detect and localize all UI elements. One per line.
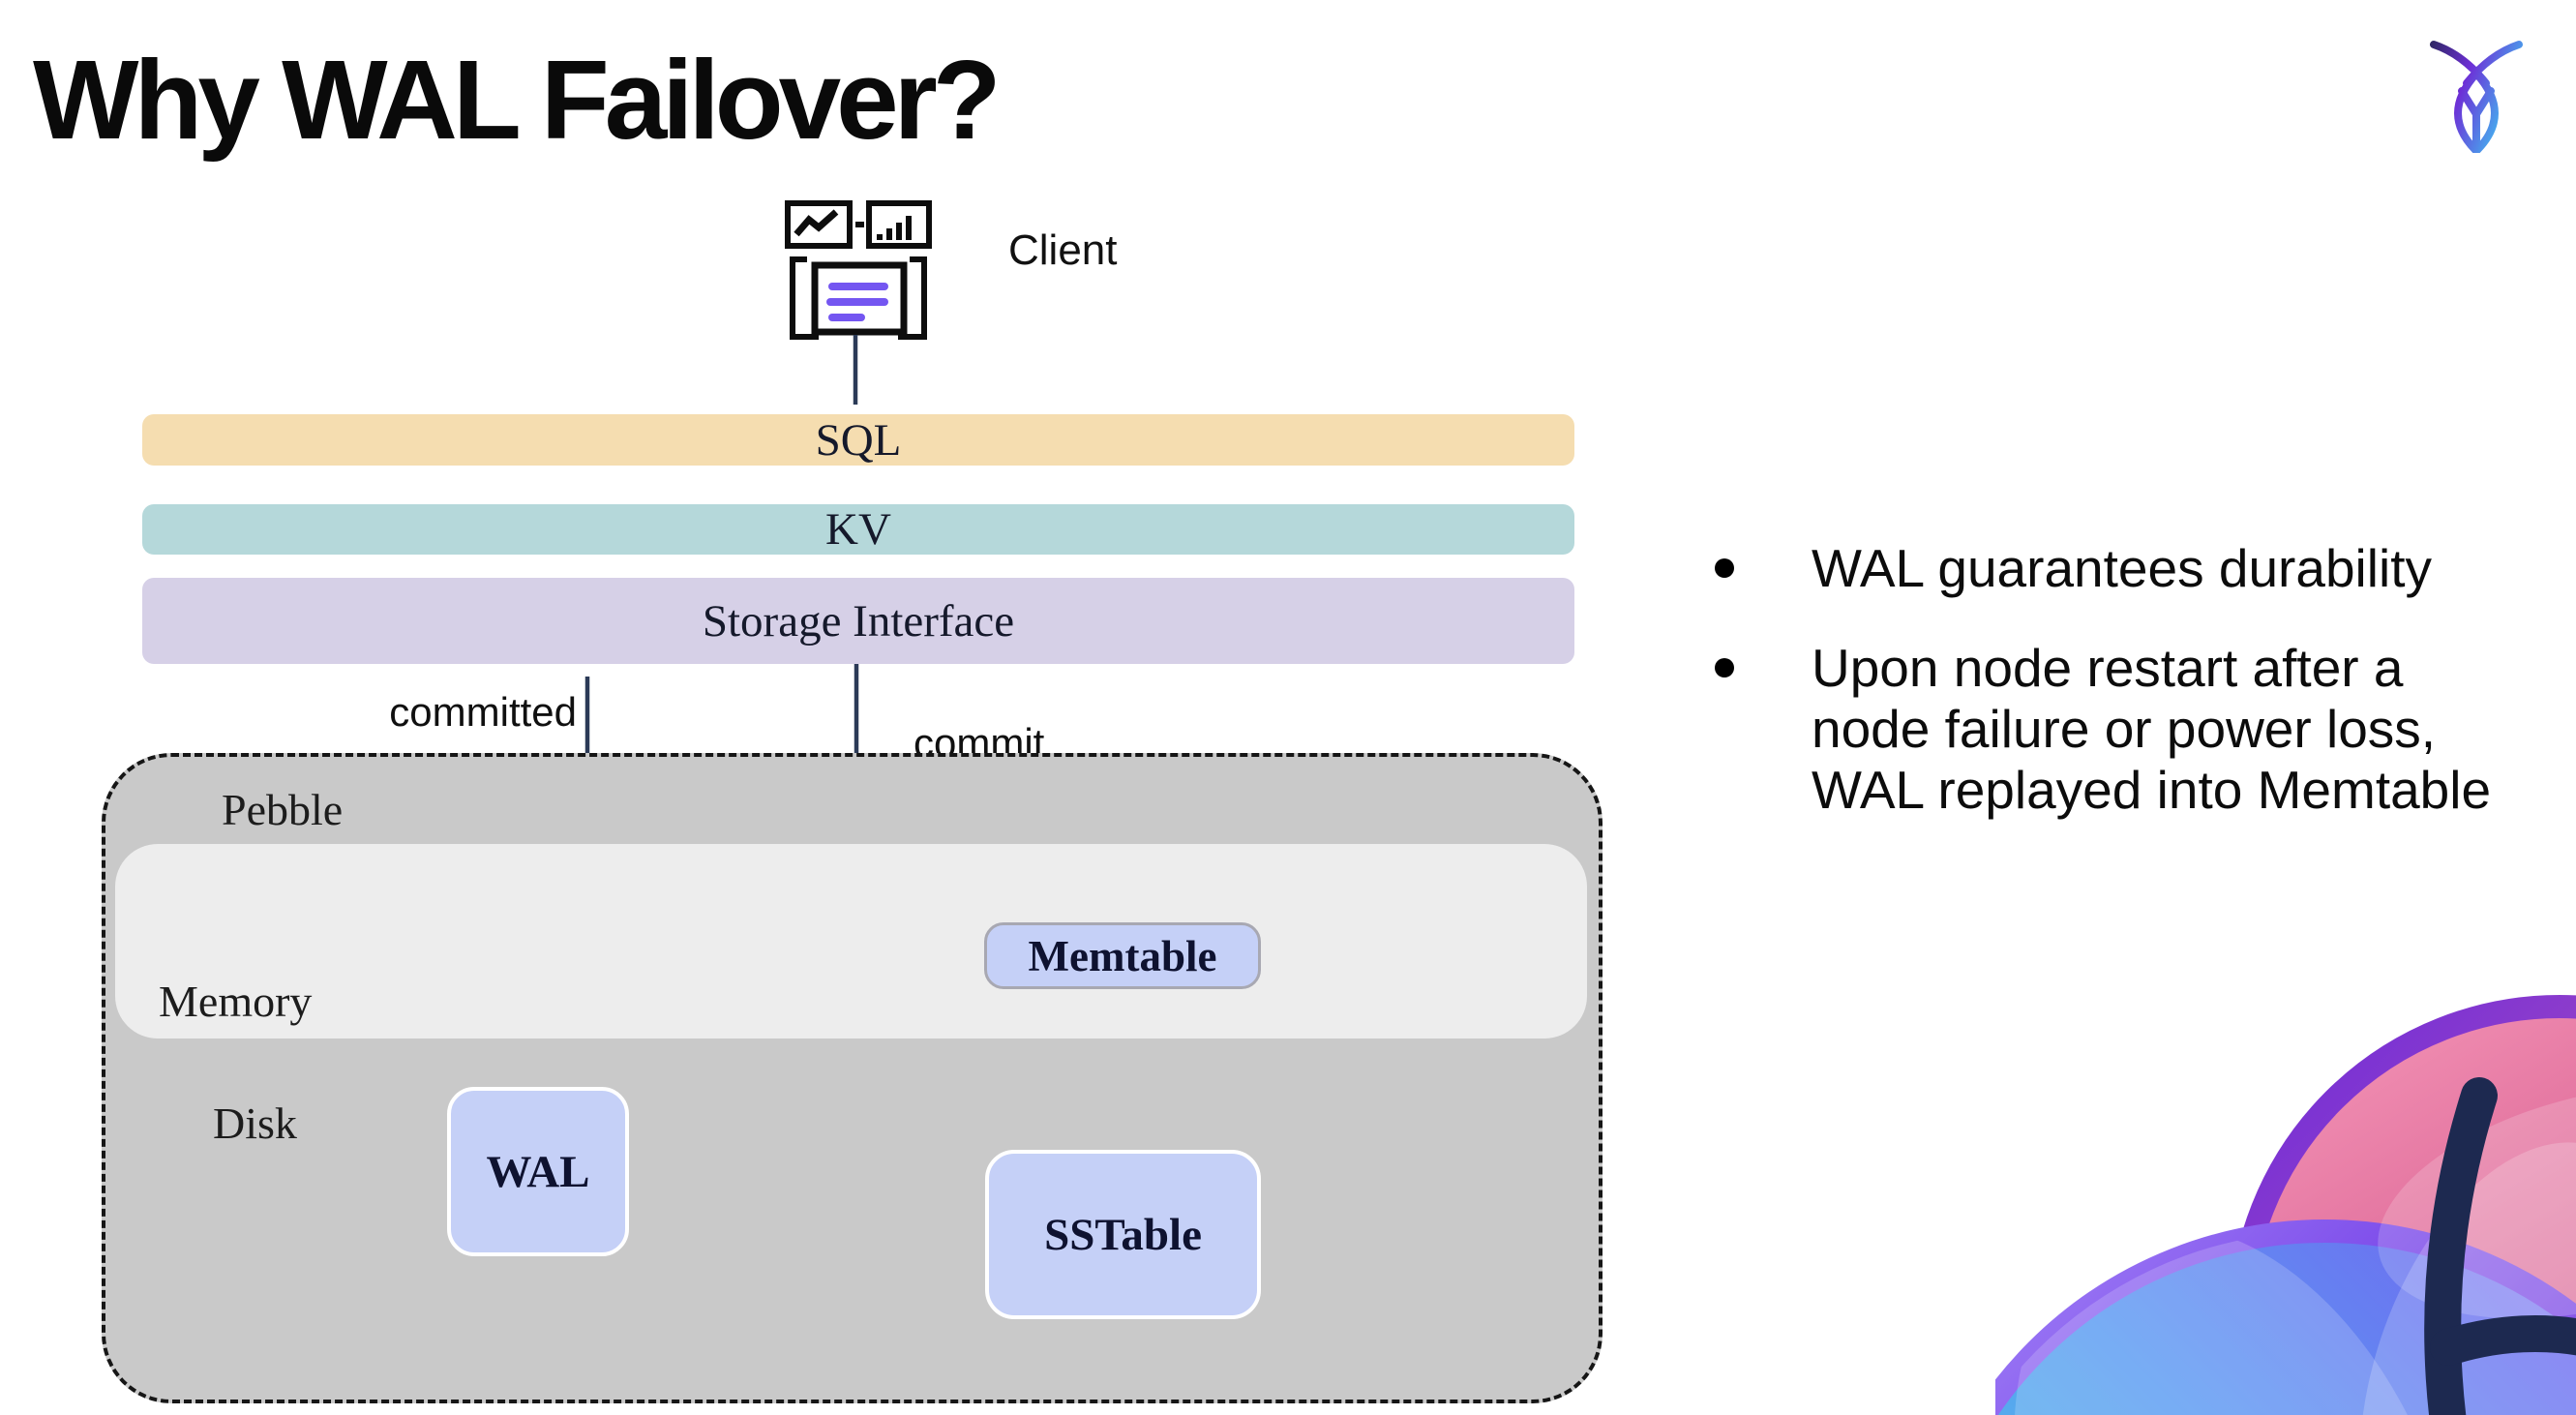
- bullet-icon: [1715, 558, 1734, 578]
- list-item: Upon node restart after a node failure o…: [1715, 638, 2518, 821]
- memory-region: [115, 844, 1587, 1039]
- layer-sql: SQL: [142, 414, 1574, 466]
- layer-sql-label: SQL: [815, 414, 902, 466]
- client-icon: [785, 200, 932, 340]
- bullet-list: WAL guarantees durability Upon node rest…: [1715, 538, 2518, 821]
- memory-label: Memory: [159, 977, 313, 1026]
- bracket-left-icon: [790, 256, 819, 340]
- document-text-lines: [826, 283, 888, 321]
- line-chart-icon: [785, 200, 853, 249]
- layer-kv-label: KV: [825, 504, 891, 555]
- pebble-container: Pebble Memory Disk: [102, 753, 1603, 1403]
- wal-node: WAL: [447, 1087, 629, 1256]
- layer-storage-label: Storage Interface: [702, 595, 1015, 647]
- bullet-text: Upon node restart after a node failure o…: [1812, 638, 2492, 820]
- cockroachdb-logo-icon: [2430, 41, 2523, 153]
- dash-glyph: [855, 222, 864, 227]
- sstable-node: SSTable: [985, 1150, 1261, 1319]
- list-item: WAL guarantees durability: [1715, 538, 2518, 599]
- layer-storage-interface: Storage Interface: [142, 578, 1574, 664]
- sstable-label: SSTable: [1044, 1209, 1202, 1260]
- committed-label: committed: [389, 689, 577, 735]
- page-title: Why WAL Failover?: [33, 37, 1002, 163]
- layer-kv: KV: [142, 504, 1574, 555]
- disk-label: Disk: [213, 1099, 297, 1148]
- client-label: Client: [1008, 226, 1118, 274]
- architecture-diagram: Client SQL KV Storage Interface committe…: [102, 200, 1603, 1403]
- bullet-text: WAL guarantees durability: [1812, 538, 2432, 598]
- bullet-icon: [1715, 658, 1734, 677]
- body-vein: [2458, 87, 2495, 151]
- bracket-right-icon: [898, 256, 927, 340]
- pebble-label: Pebble: [222, 785, 344, 834]
- memtable-label: Memtable: [1028, 931, 1217, 980]
- wal-label: WAL: [486, 1146, 590, 1197]
- memtable-node: Memtable: [984, 922, 1261, 989]
- cockroachdb-logo-watermark: [1995, 995, 2576, 1415]
